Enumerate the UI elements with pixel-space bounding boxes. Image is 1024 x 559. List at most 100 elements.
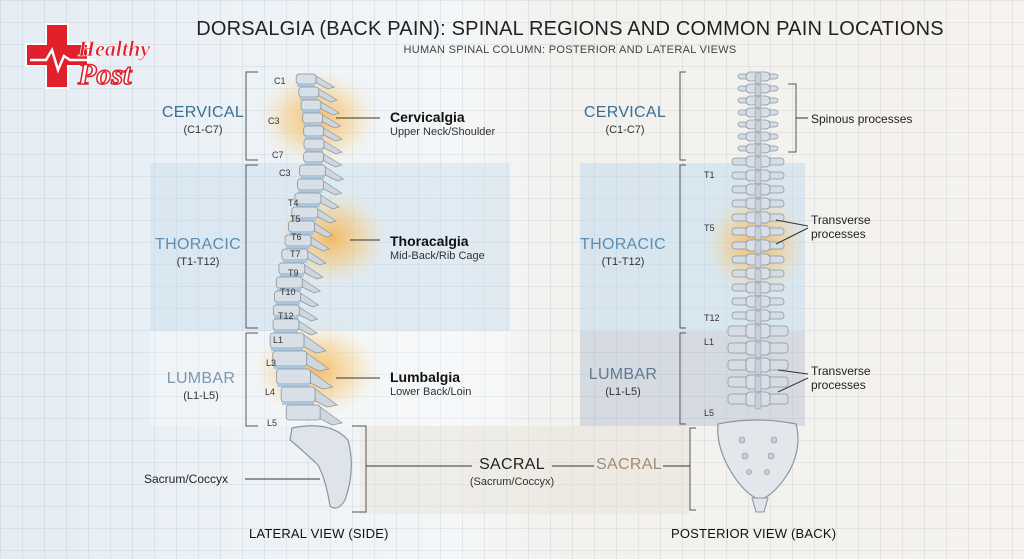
right-thoracic-range: (T1-T12) xyxy=(601,256,645,268)
right-lumbar-range: (L1-L5) xyxy=(605,386,641,398)
lateral-spinous-process xyxy=(314,388,339,408)
posterior-sacrum xyxy=(717,419,799,501)
page-subtitle: HUMAN SPINAL COLUMN: POSTERIOR AND LATER… xyxy=(403,44,737,56)
condition-cervicalgia: Cervicalgia xyxy=(390,109,465,125)
spinous-processes-label: Spinous processes xyxy=(811,112,913,126)
lateral-spinous-process xyxy=(310,236,330,252)
lateral-spine xyxy=(269,73,345,426)
page-title: DORSALGIA (BACK PAIN): SPINAL REGIONS AN… xyxy=(196,18,944,40)
posterior-vertebra-label: T1 xyxy=(704,170,715,180)
lateral-spinous-process xyxy=(323,140,343,155)
lateral-disc xyxy=(274,316,299,319)
lateral-spinous-process xyxy=(303,334,327,354)
left-brackets xyxy=(245,71,367,513)
lateral-vertebra-body xyxy=(297,178,324,191)
lateral-vertebra-body xyxy=(300,99,322,111)
lateral-spinous-process xyxy=(310,370,334,390)
sacral-range: (Sacrum/Coccyx) xyxy=(469,476,555,488)
lateral-spinous-process xyxy=(322,114,342,129)
posterior-spinous-process xyxy=(754,226,762,241)
lateral-vertebra-label: C3 xyxy=(268,116,280,126)
lateral-vertebra-label: C1 xyxy=(274,76,286,86)
posterior-coccyx xyxy=(751,497,769,513)
posterior-spinous-process xyxy=(754,108,762,121)
lateral-spinous-process xyxy=(320,101,340,116)
lateral-disc xyxy=(295,204,320,207)
healthy-post-logo: Healthy Post xyxy=(25,23,151,92)
posterior-view-label: POSTERIOR VIEW (BACK) xyxy=(671,526,837,541)
right-cervical-range: (C1-C7) xyxy=(605,124,645,136)
lateral-spinous-process xyxy=(320,194,340,210)
lateral-vertebra-label: T7 xyxy=(290,249,301,259)
lateral-vertebra-body xyxy=(303,151,324,163)
lateral-vertebra-label: L1 xyxy=(273,335,284,345)
lateral-vertebra-body xyxy=(276,368,311,385)
posterior-spinous-process xyxy=(754,240,762,255)
lateral-spinous-process xyxy=(314,222,334,238)
condition-thoracalgia: Thoracalgia xyxy=(390,233,469,249)
posterior-vertebra-label: T5 xyxy=(704,223,715,233)
lateral-vertebra-body xyxy=(302,112,324,124)
posterior-spinous-process xyxy=(754,132,762,145)
lateral-view-label: LATERAL VIEW (SIDE) xyxy=(249,526,389,541)
lateral-vertebra-body xyxy=(303,138,325,150)
lateral-spinous-process xyxy=(298,306,319,322)
lateral-disc xyxy=(292,218,317,221)
sacral-right-label: SACRAL xyxy=(596,456,662,473)
lateral-spinous-process xyxy=(317,208,337,224)
lateral-disc xyxy=(304,149,323,152)
lateral-disc xyxy=(271,348,304,351)
posterior-spinous-process xyxy=(754,392,762,410)
posterior-spinous-process xyxy=(754,296,762,311)
posterior-spine xyxy=(727,71,789,410)
posterior-spinous-process xyxy=(754,156,762,171)
lateral-disc xyxy=(298,190,323,193)
lateral-vertebra-label: T4 xyxy=(288,198,299,208)
posterior-spinous-process xyxy=(754,84,762,97)
lateral-vertebra-label: C3 xyxy=(279,168,291,178)
posterior-spinous-process xyxy=(754,198,762,213)
lateral-spinous-process xyxy=(323,180,343,196)
lateral-disc xyxy=(273,366,306,369)
posterior-vertebra-label: L5 xyxy=(704,408,715,418)
left-cervical-label: CERVICAL xyxy=(161,104,245,121)
lateral-disc xyxy=(297,84,316,87)
condition-lumbalgia-desc: Lower Back/Loin xyxy=(390,386,472,398)
posterior-spinous-process xyxy=(754,96,762,109)
posterior-spinous-process xyxy=(754,375,762,393)
condition-lumbalgia: Lumbalgia xyxy=(390,369,461,385)
lateral-disc xyxy=(303,123,322,126)
right-thoracic-label: THORACIC xyxy=(580,236,666,253)
lateral-vertebra-label: T9 xyxy=(288,268,299,278)
lateral-vertebra-body xyxy=(298,164,326,177)
posterior-spinous-process xyxy=(754,170,762,185)
lateral-disc xyxy=(286,246,311,249)
posterior-spinous-process xyxy=(754,254,762,269)
posterior-spinous-process xyxy=(754,72,762,85)
lateral-disc xyxy=(289,232,314,235)
lateral-disc xyxy=(282,402,315,405)
left-thoracic-label: THORACIC xyxy=(155,236,241,253)
posterior-spinous-process xyxy=(754,341,762,359)
lateral-spinous-process xyxy=(318,88,338,103)
transverse-processes-label-2: Transverse processes xyxy=(811,364,871,392)
lateral-spinous-process xyxy=(300,292,320,308)
lateral-vertebra-body xyxy=(298,86,320,98)
lateral-disc xyxy=(304,136,323,139)
lateral-vertebra-label: L4 xyxy=(265,387,276,397)
left-cervical-range: (C1-C7) xyxy=(183,124,223,136)
lateral-vertebra-body xyxy=(280,386,316,403)
lateral-vertebra-label: L5 xyxy=(267,418,278,428)
condition-cervicalgia-desc: Upper Neck/Shoulder xyxy=(390,126,496,138)
lateral-spinous-process xyxy=(304,264,324,280)
posterior-spinous-process xyxy=(754,144,762,157)
lateral-vertebra-body xyxy=(294,192,322,205)
left-lumbar-label: LUMBAR xyxy=(166,370,236,387)
lateral-disc xyxy=(279,274,304,277)
posterior-vertebra-label: T12 xyxy=(704,313,720,323)
lateral-disc xyxy=(277,384,310,387)
posterior-spinous-process xyxy=(754,282,762,297)
leader-lines xyxy=(245,117,809,480)
